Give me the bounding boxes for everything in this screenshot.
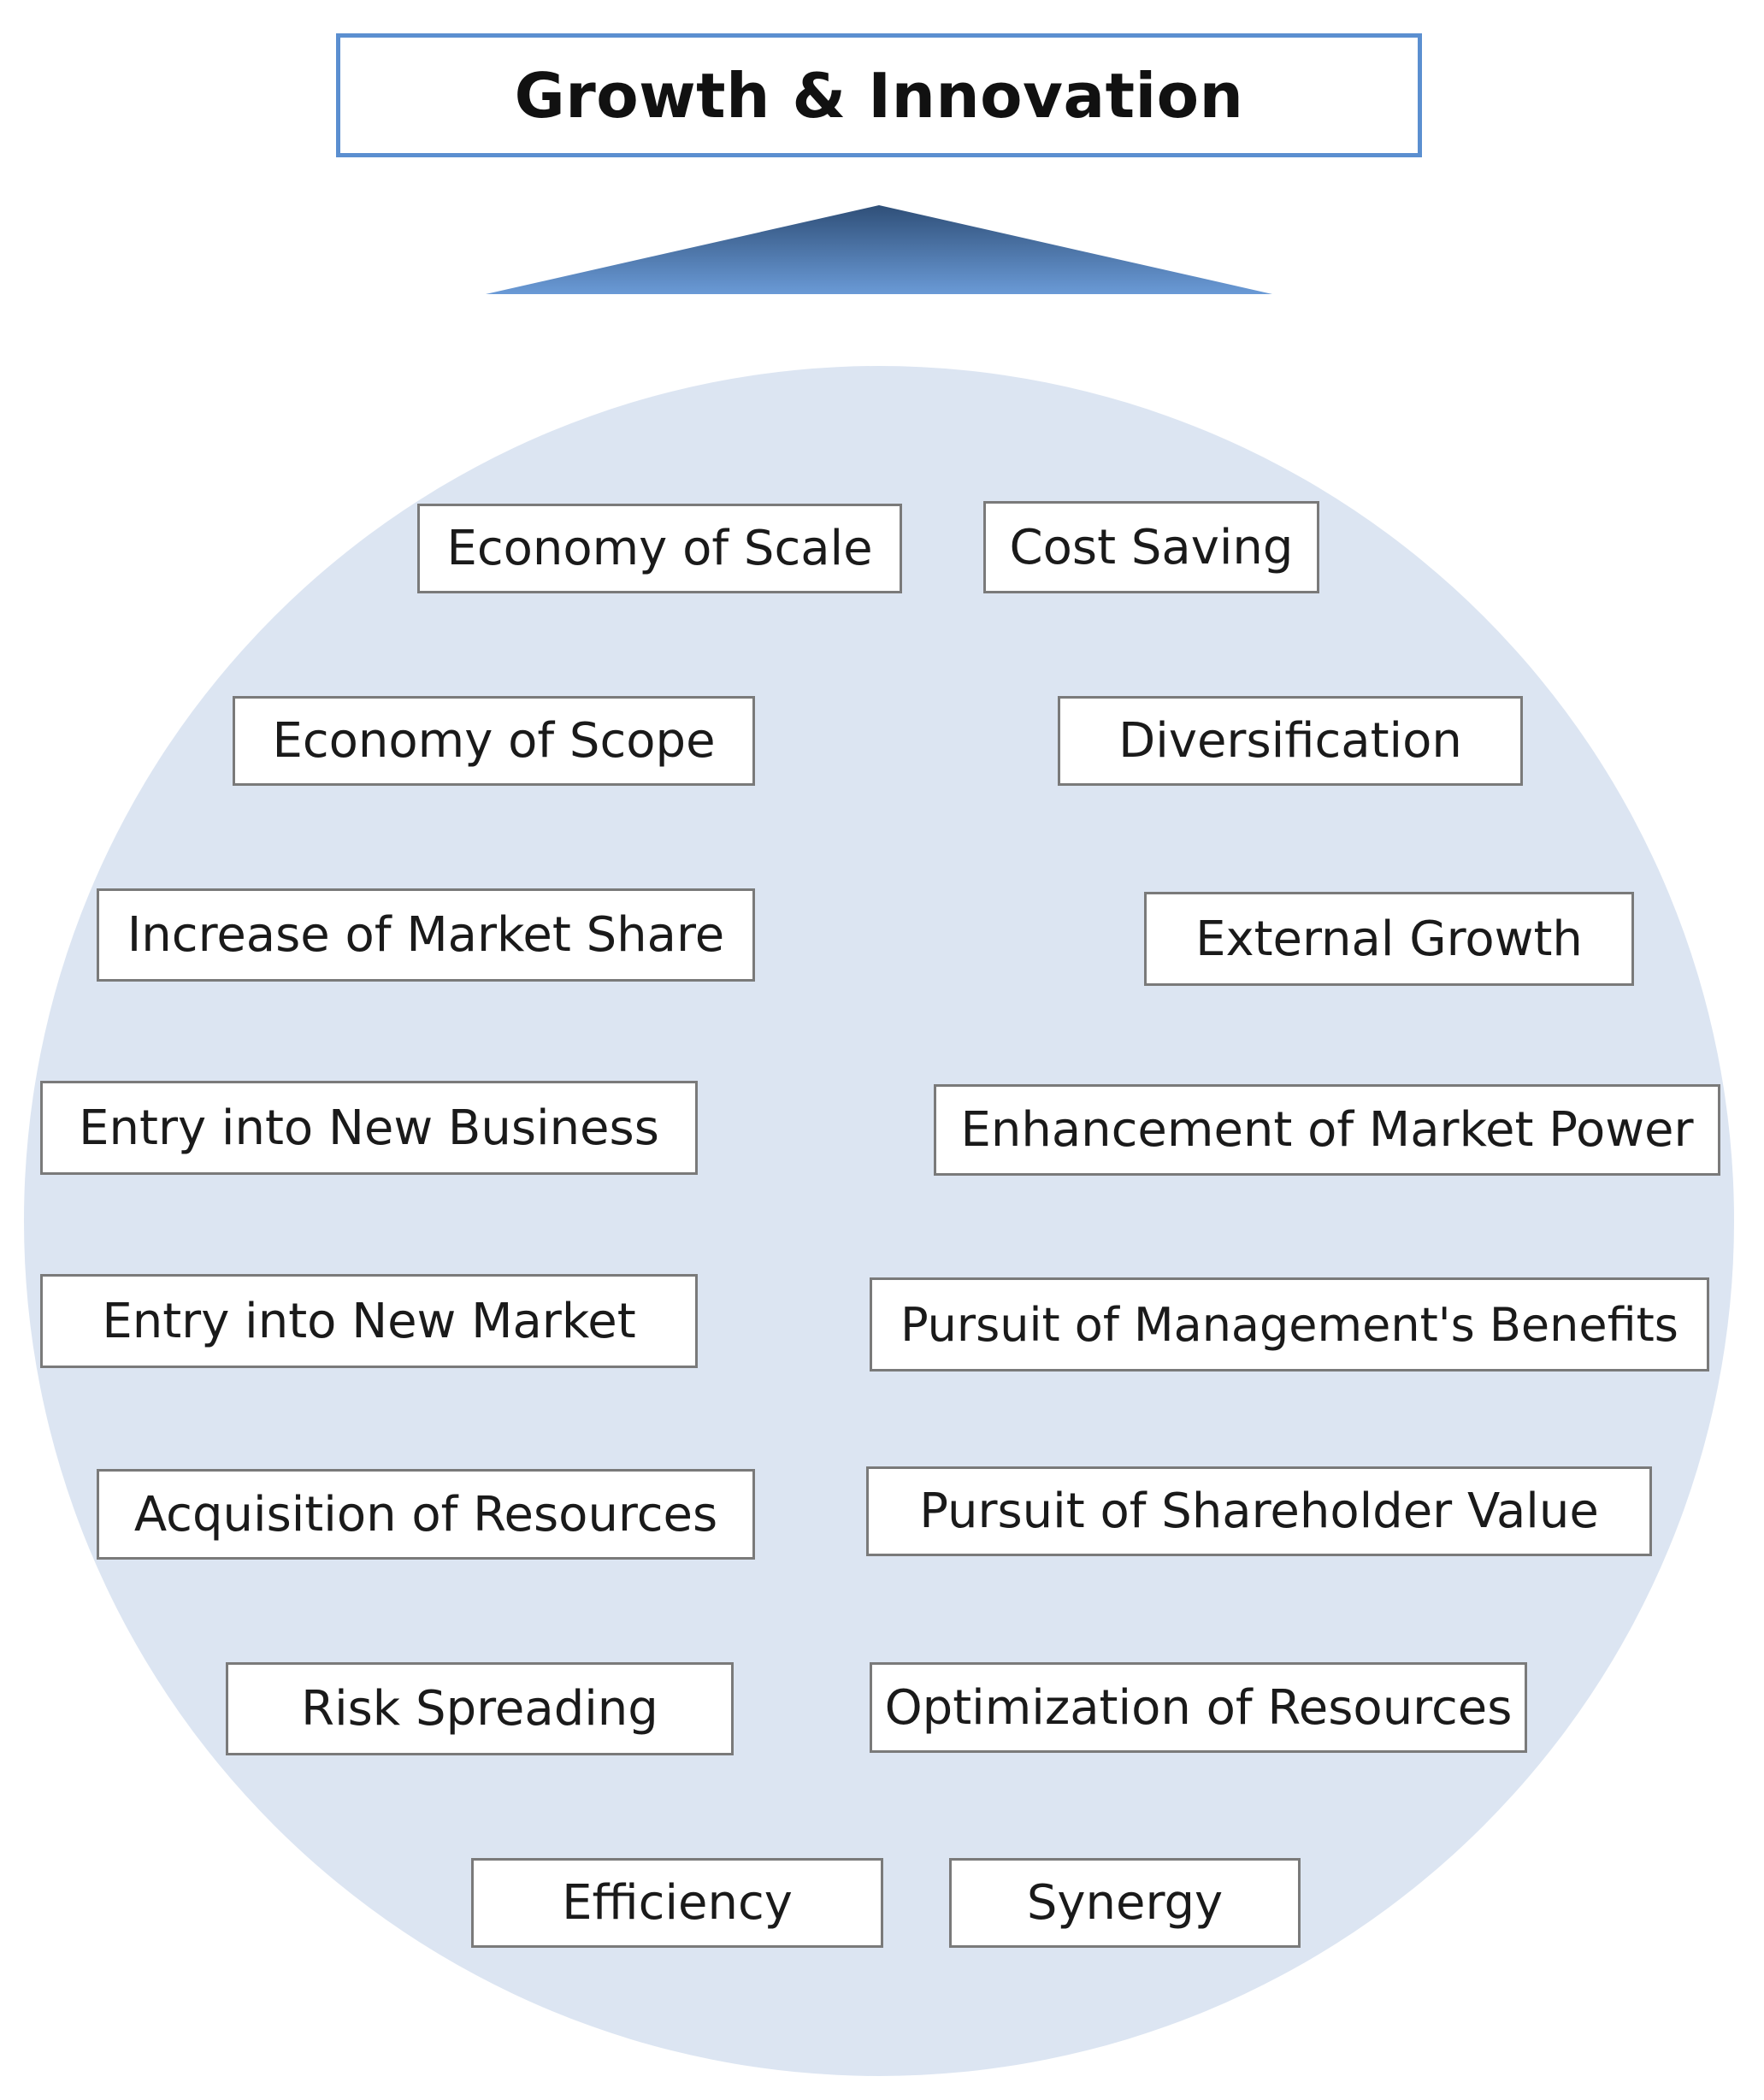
item-optimization-of-resources: Optimization of Resources xyxy=(870,1662,1527,1753)
item-increase-of-market-share: Increase of Market Share xyxy=(97,888,755,982)
item-economy-of-scope: Economy of Scope xyxy=(233,696,755,786)
item-synergy: Synergy xyxy=(949,1858,1301,1948)
item-acquisition-of-resources: Acquisition of Resources xyxy=(97,1469,755,1560)
item-pursuit-of-shareholder-value: Pursuit of Shareholder Value xyxy=(866,1466,1652,1556)
item-risk-spreading: Risk Spreading xyxy=(226,1662,734,1755)
item-enhancement-of-market-power: Enhancement of Market Power xyxy=(934,1084,1720,1176)
up-arrow-icon xyxy=(486,205,1272,294)
item-entry-into-new-business: Entry into New Business xyxy=(40,1081,698,1175)
item-entry-into-new-market: Entry into New Market xyxy=(40,1274,698,1368)
item-economy-of-scale: Economy of Scale xyxy=(417,504,902,593)
factors-circle xyxy=(24,366,1734,2076)
item-diversification: Diversification xyxy=(1058,696,1523,786)
item-external-growth: External Growth xyxy=(1144,892,1634,986)
item-efficiency: Efficiency xyxy=(471,1858,883,1948)
diagram-title: Growth & Innovation xyxy=(514,59,1244,132)
item-cost-saving: Cost Saving xyxy=(983,501,1319,593)
title-box: Growth & Innovation xyxy=(336,33,1422,157)
item-pursuit-of-managements-benefits: Pursuit of Management's Benefits xyxy=(870,1277,1709,1371)
